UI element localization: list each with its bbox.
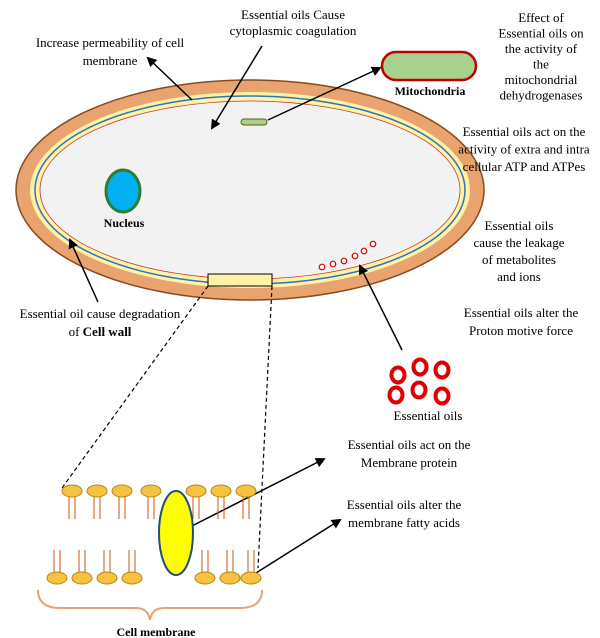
lipid-head	[194, 571, 216, 585]
leakage-label: Essential oils cause the leakage of metabo…	[474, 218, 565, 284]
atp-label-line: activity of extra and intra	[458, 142, 590, 157]
fatty-acids-label: Essential oils alter the membrane fatty a…	[347, 497, 462, 530]
nucleus-icon	[104, 168, 142, 214]
lipid-head	[185, 484, 207, 498]
atp-label-line: cellular ATP and ATPes	[463, 159, 586, 174]
membrane-bilayer	[46, 484, 262, 585]
leaking-metabolites	[318, 240, 377, 271]
cell-wall-label: Essential oil cause degradation	[20, 306, 181, 321]
leakage-label-line: and ions	[497, 269, 541, 284]
atp-label: Essential oils act on the activity of ext…	[458, 124, 590, 174]
lipid-head	[96, 571, 118, 585]
lipid-head	[140, 484, 162, 498]
permeability-label-line: membrane	[83, 53, 138, 68]
essential-oils-label: Essential oils	[394, 408, 463, 423]
arrow-cell-wall	[68, 238, 99, 303]
dehydrogenases-label-line: Essential oils on	[498, 26, 584, 41]
mitochondria-label: Mitochondria	[395, 84, 466, 98]
lipid-head	[46, 571, 68, 585]
arrow-coagulation	[210, 45, 263, 130]
proton-label-line: Proton motive force	[469, 323, 573, 338]
lipid-head	[121, 571, 143, 585]
lipid-head	[61, 484, 83, 498]
mitochondrion-small-icon	[240, 118, 268, 126]
lipid-head	[240, 571, 262, 585]
leakage-label-line: of metabolites	[482, 252, 556, 267]
fatty-acids-label-line: Essential oils alter the	[347, 497, 462, 512]
membrane-protein-label-line: Membrane protein	[361, 455, 458, 470]
lipid-head	[210, 484, 232, 498]
lipid-head	[71, 571, 93, 585]
fatty-acids-label-line: membrane fatty acids	[348, 515, 460, 530]
dehydrogenases-label-line: the	[533, 57, 549, 72]
arrow-permeability	[146, 56, 193, 101]
lipid-head	[111, 484, 133, 498]
mitochondria-icon	[380, 50, 478, 82]
lipid-head	[235, 484, 257, 498]
cell-wall-label-line2: of Cell wall	[69, 324, 132, 339]
zoom-region	[207, 273, 273, 287]
bacterial-cell	[15, 79, 485, 301]
membrane-protein-icon	[158, 490, 194, 576]
dehydrogenases-label-line: Effect of	[518, 10, 564, 25]
dehydrogenases-label-line: dehydrogenases	[499, 88, 582, 103]
dehydrogenases-label-line: the activity of	[505, 41, 578, 56]
arrow-essential-oils	[359, 264, 403, 351]
cell-membrane-label: Cell membrane	[117, 625, 197, 638]
dehydrogenases-label-line: mitochondrial	[505, 72, 578, 87]
permeability-label: Increase permeability of cell membrane	[36, 35, 185, 68]
nucleus-label: Nucleus	[104, 216, 145, 230]
lipid-head	[86, 484, 108, 498]
atp-label-line: Essential oils act on the	[463, 124, 586, 139]
leakage-label-line: cause the leakage	[474, 235, 565, 250]
coagulation-label-line: Essential oils Cause	[241, 7, 345, 22]
arrow-fatty-acids	[255, 518, 342, 574]
essential-oil-droplets	[387, 357, 451, 406]
zoom-line-right	[257, 285, 273, 569]
proton-label-line: Essential oils alter the	[464, 305, 579, 320]
cytoplasm	[39, 100, 461, 280]
permeability-label-line: Increase permeability of cell	[36, 35, 185, 50]
lipid-head	[219, 571, 241, 585]
cell-wall-label-line1: Essential oil cause degradation	[20, 306, 181, 321]
leakage-label-line: Essential oils	[485, 218, 554, 233]
cell-membrane-bracket	[37, 589, 263, 621]
membrane-protein-label-line: Essential oils act on the	[348, 437, 471, 452]
arrow-mitochondria	[267, 66, 382, 121]
coagulation-label-line: cytoplasmic coagulation	[230, 23, 357, 38]
